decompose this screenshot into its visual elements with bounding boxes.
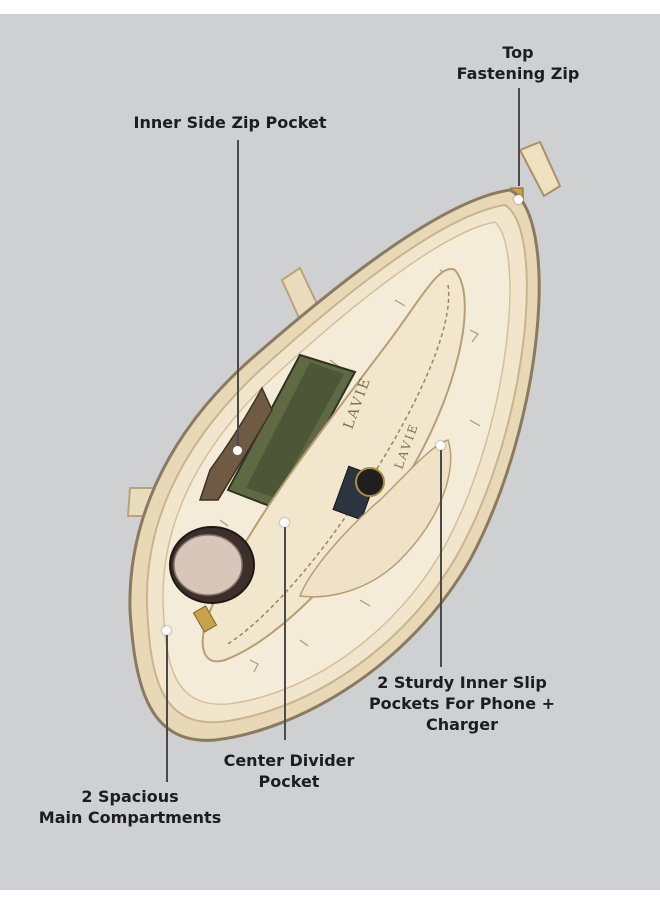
callout-line: Inner Side Zip Pocket: [133, 113, 327, 132]
callout-line: Pocket: [258, 772, 320, 791]
callout-line: Top: [502, 43, 534, 62]
callout-line: Pockets For Phone +: [368, 694, 556, 713]
cosmetic-tin: [169, 526, 255, 604]
callout-main-compartments: 2 Spacious Main Compartments: [30, 786, 230, 828]
callout-line: Fastening Zip: [456, 64, 580, 83]
callout-line: Charger: [425, 715, 498, 734]
callout-top-fastening-zip: Top Fastening Zip: [448, 42, 588, 84]
callout-line: 2 Spacious: [81, 787, 179, 806]
leader-line-main-compartments: [166, 630, 168, 782]
zip-charm: [192, 605, 218, 633]
marker-dot-slip-pockets: [436, 441, 445, 450]
callout-center-divider-pocket: Center Divider Pocket: [214, 750, 364, 792]
center-divider-pocket: [201, 267, 466, 663]
slip-pocket-front: [298, 439, 452, 598]
callout-line: Center Divider: [223, 751, 355, 770]
marker-dot-side-zip: [233, 446, 242, 455]
marker-dot-center-divider: [280, 518, 289, 527]
callout-inner-side-zip-pocket: Inner Side Zip Pocket: [125, 112, 335, 133]
callout-line: 2 Sturdy Inner Slip: [377, 673, 547, 692]
callout-line: Main Compartments: [38, 808, 222, 827]
center-divider-zip: [225, 284, 450, 646]
callout-inner-slip-pockets: 2 Sturdy Inner Slip Pockets For Phone + …: [362, 672, 562, 735]
leader-line-slip-pockets: [440, 445, 442, 667]
leader-line-side-zip: [237, 140, 239, 452]
leader-line-center-divider: [284, 522, 286, 740]
side-zip-pocket: [198, 386, 273, 501]
leader-line-top-zip: [518, 88, 520, 186]
marker-dot-main-compartments: [162, 626, 171, 635]
marker-dot-top-zip: [514, 195, 523, 204]
